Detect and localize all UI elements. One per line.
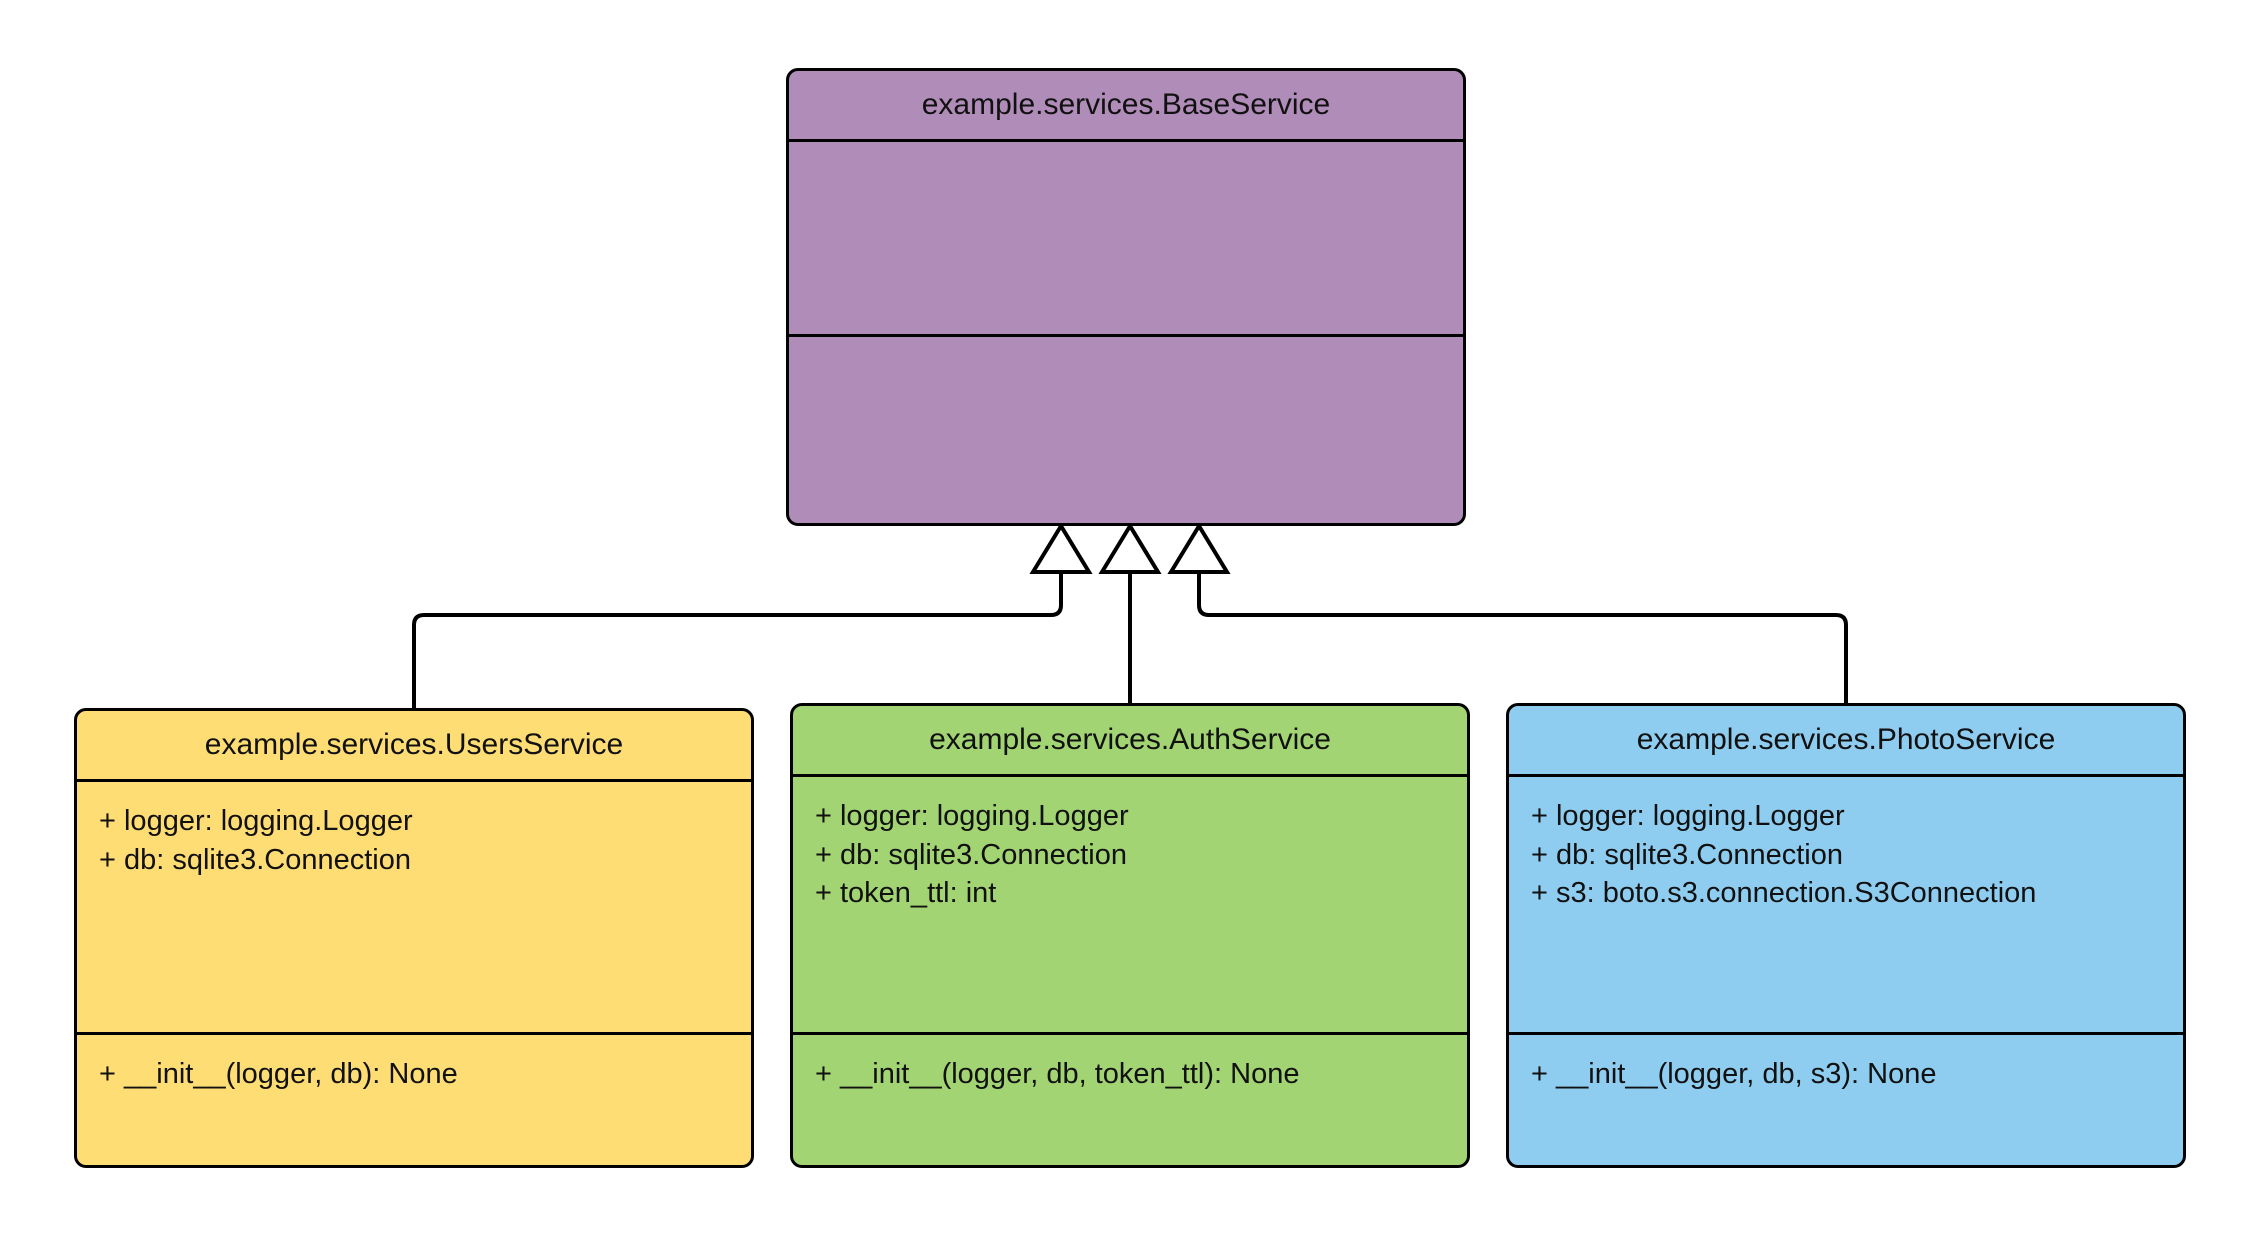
class-methods-auth-service: + __init__(logger, db, token_ttl): None — [793, 1035, 1467, 1165]
class-title-auth-service: example.services.AuthService — [793, 706, 1467, 777]
class-attributes-photo-service: + logger: logging.Logger + db: sqlite3.C… — [1509, 777, 2183, 1035]
class-methods-base-service — [789, 337, 1463, 523]
edge-auth-to-base — [1098, 522, 1162, 703]
attribute-row: + logger: logging.Logger — [815, 800, 1129, 832]
attribute-row: + db: sqlite3.Connection — [815, 838, 1127, 871]
class-title-photo-service: example.services.PhotoService — [1509, 706, 2183, 777]
class-node-photo-service[interactable]: example.services.PhotoService + logger: … — [1506, 703, 2186, 1168]
class-title-base-service: example.services.BaseService — [789, 71, 1463, 142]
class-methods-users-service: + __init__(logger, db): None — [77, 1035, 751, 1165]
class-attributes-base-service — [789, 142, 1463, 337]
class-attributes-auth-service: + logger: logging.Logger + db: sqlite3.C… — [793, 777, 1467, 1035]
inheritance-arrowhead-auth — [1098, 522, 1162, 574]
method-row: + __init__(logger, db, token_ttl): None — [815, 1058, 1300, 1090]
attribute-row: + token_ttl: int — [815, 877, 997, 910]
edge-photo-to-base — [1167, 522, 1848, 703]
inheritance-arrowhead-users — [1029, 522, 1093, 574]
attribute-row: + db: sqlite3.Connection — [1531, 838, 1843, 871]
class-methods-photo-service: + __init__(logger, db, s3): None — [1509, 1035, 2183, 1165]
class-attributes-users-service: + logger: logging.Logger + db: sqlite3.C… — [77, 782, 751, 1035]
attribute-row: + logger: logging.Logger — [99, 805, 413, 837]
edge-users-to-base — [412, 522, 1093, 708]
class-node-users-service[interactable]: example.services.UsersService + logger: … — [74, 708, 754, 1168]
class-title-users-service: example.services.UsersService — [77, 711, 751, 782]
method-row: + __init__(logger, db, s3): None — [1531, 1058, 1937, 1090]
attribute-row: + logger: logging.Logger — [1531, 800, 1845, 832]
class-node-base-service[interactable]: example.services.BaseService — [786, 68, 1466, 526]
attribute-row: + db: sqlite3.Connection — [99, 843, 411, 876]
method-row: + __init__(logger, db): None — [99, 1058, 458, 1090]
class-node-auth-service[interactable]: example.services.AuthService + logger: l… — [790, 703, 1470, 1168]
inheritance-arrowhead-photo — [1167, 522, 1231, 574]
attribute-row: + s3: boto.s3.connection.S3Connection — [1531, 877, 2037, 910]
